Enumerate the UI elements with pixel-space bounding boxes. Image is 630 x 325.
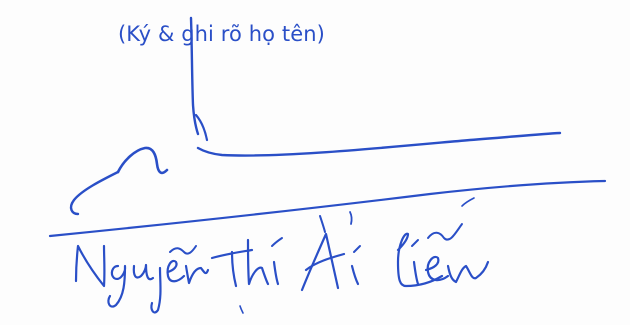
signature-stroke-loop xyxy=(116,146,169,175)
signature-stroke-sweep xyxy=(69,170,120,216)
signature-stroke-long-line xyxy=(196,131,562,157)
signature-caption: (Ký & ghi rõ họ tên) xyxy=(118,22,325,46)
signature-stroke-underline xyxy=(48,179,607,238)
signature-stroke-hook xyxy=(194,113,209,142)
signature-stroke-vertical xyxy=(189,16,200,136)
